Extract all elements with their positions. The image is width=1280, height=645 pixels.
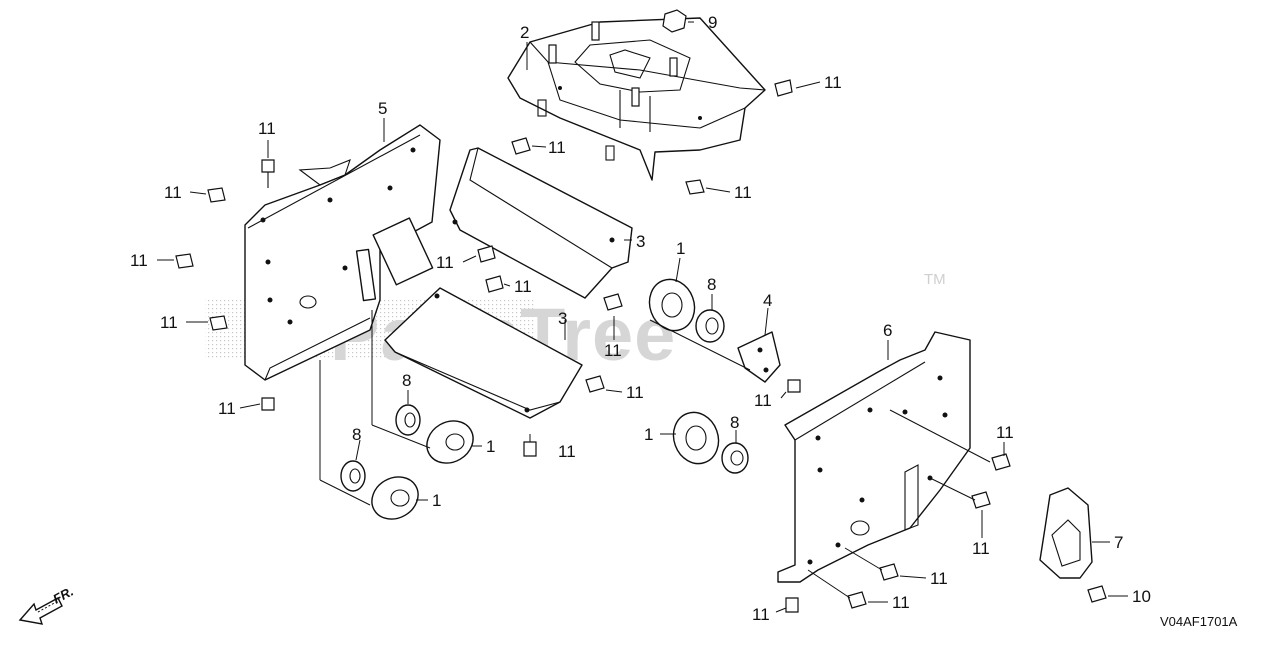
callout-2: 2	[520, 23, 529, 42]
part-8-bearing-mid-left	[395, 404, 421, 436]
callout-11: 11	[436, 253, 454, 272]
front-arrow-icon	[18, 597, 63, 625]
callout-11: 11	[548, 138, 566, 157]
callout-4: 4	[763, 291, 772, 310]
part-7-cover	[1039, 487, 1093, 579]
callout-5: 5	[378, 99, 387, 118]
callout-8: 8	[707, 275, 716, 294]
callout-11: 11	[160, 313, 178, 332]
callout-8: 8	[730, 413, 739, 432]
callout-11: 11	[754, 391, 772, 410]
callout-1: 1	[644, 425, 653, 444]
fasteners	[175, 9, 1107, 613]
watermark-trademark: TM	[924, 271, 946, 288]
callout-8: 8	[352, 425, 361, 444]
part-3-lower-bracket	[384, 287, 583, 419]
callout-7: 7	[1114, 533, 1123, 552]
callout-11: 11	[130, 251, 148, 270]
callout-8: 8	[402, 371, 411, 390]
callout-11: 11	[930, 569, 948, 588]
part-2-top-housing	[507, 17, 766, 181]
part-6-right-side-plate	[777, 331, 971, 583]
callout-3: 3	[558, 309, 567, 328]
part-4-small-bracket	[737, 331, 781, 383]
callout-11: 11	[734, 183, 752, 202]
part-8-bearing-upper-right	[695, 309, 725, 343]
callout-11: 11	[892, 593, 910, 612]
part-1-flange-mid-right	[672, 411, 720, 465]
front-label: FR.	[50, 584, 76, 607]
part-1-flange-upper-right	[648, 278, 696, 332]
leader-lines	[157, 21, 1128, 613]
callout-11: 11	[514, 277, 532, 296]
callout-11: 11	[558, 442, 576, 461]
callout-6: 6	[883, 321, 892, 340]
part-5-left-side-plate	[244, 124, 441, 381]
callout-11: 11	[218, 399, 236, 418]
part-3-upper-bracket	[449, 147, 633, 299]
callout-11: 11	[996, 423, 1014, 442]
part-1-flange-lower-left	[371, 476, 419, 520]
callout-11: 11	[972, 539, 990, 558]
callout-11: 11	[824, 73, 842, 92]
callout-11: 11	[164, 183, 182, 202]
callout-11: 11	[604, 341, 622, 360]
nut-9	[662, 9, 687, 33]
part-8-bearing-lower-left	[340, 460, 366, 492]
callouts: 2 9 11 11 11 5 11 11 11 11 11 3 11 11 3 …	[130, 13, 1151, 624]
part-8-bearing-mid-right	[721, 442, 749, 474]
part-1-flange-mid-left	[426, 420, 474, 464]
callout-3: 3	[636, 232, 645, 251]
callout-10: 10	[1132, 587, 1151, 606]
callout-11: 11	[626, 383, 644, 402]
diagram-code: V04AF1701A	[1160, 614, 1238, 629]
callout-1: 1	[676, 239, 685, 258]
callout-1: 1	[486, 437, 495, 456]
callout-9: 9	[708, 13, 717, 32]
callout-1: 1	[432, 491, 441, 510]
callout-11: 11	[258, 119, 276, 138]
callout-11: 11	[752, 605, 770, 624]
bolt-10	[1087, 585, 1107, 603]
front-direction-indicator: FR.	[18, 584, 76, 625]
